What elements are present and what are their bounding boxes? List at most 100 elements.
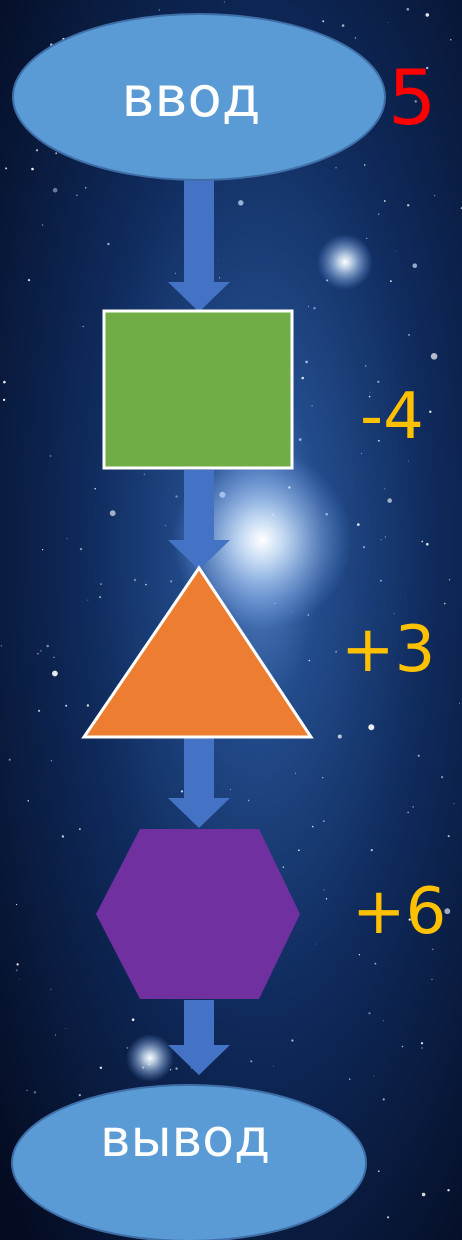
- flow-arrow: [168, 1000, 230, 1075]
- star: [357, 523, 360, 526]
- star: [19, 978, 20, 980]
- star: [368, 724, 375, 731]
- star: [387, 22, 389, 23]
- triangle-operation-label: +3: [341, 613, 436, 687]
- star: [354, 37, 357, 39]
- star: [393, 612, 395, 614]
- star: [315, 943, 317, 945]
- star: [53, 656, 55, 659]
- star: [459, 702, 460, 704]
- star: [229, 789, 231, 790]
- hexagon-operation-label: +6: [352, 875, 447, 949]
- star: [49, 455, 52, 457]
- star: [78, 1094, 81, 1097]
- star: [426, 66, 429, 70]
- star: [406, 8, 410, 11]
- star: [52, 187, 58, 193]
- star: [175, 495, 178, 498]
- output-label: вывод: [99, 1109, 271, 1169]
- star: [247, 799, 250, 802]
- star: [447, 1189, 450, 1192]
- star: [272, 1065, 274, 1067]
- star: [16, 963, 19, 966]
- star: [109, 510, 116, 517]
- star: [61, 835, 65, 838]
- rectangle-operation-label: -4: [360, 380, 424, 454]
- star: [374, 962, 377, 965]
- star: [46, 644, 49, 648]
- star: [86, 704, 90, 707]
- star: [65, 704, 68, 707]
- input-terminal-ellipse: [12, 13, 386, 181]
- star: [323, 889, 325, 891]
- star: [87, 599, 89, 601]
- star: [100, 583, 102, 585]
- star: [444, 908, 451, 915]
- star: [444, 602, 446, 605]
- star: [0, 645, 3, 647]
- star: [143, 473, 146, 476]
- star: [373, 1075, 375, 1077]
- star: [335, 167, 337, 169]
- star: [50, 760, 53, 762]
- star: [378, 1170, 380, 1172]
- star: [180, 790, 184, 793]
- star: [438, 924, 440, 926]
- star: [164, 525, 166, 526]
- star: [382, 1098, 385, 1101]
- star: [175, 272, 176, 274]
- star: [368, 395, 371, 398]
- flow-arrow: [168, 470, 230, 570]
- star: [238, 200, 244, 206]
- star: [311, 405, 313, 407]
- star: [5, 167, 8, 170]
- star: [99, 1066, 103, 1070]
- star: [65, 1028, 67, 1029]
- star: [369, 392, 371, 393]
- star: [40, 650, 42, 652]
- star: [311, 825, 314, 828]
- star: [54, 1034, 57, 1036]
- star: [301, 376, 305, 380]
- star: [325, 898, 328, 900]
- star: [145, 583, 147, 586]
- star: [450, 39, 452, 41]
- star: [408, 334, 410, 336]
- star: [380, 539, 382, 541]
- star: [441, 776, 444, 779]
- star: [341, 24, 345, 27]
- star: [433, 194, 436, 197]
- star: [431, 978, 433, 981]
- star: [448, 579, 451, 581]
- star: [76, 194, 78, 196]
- star: [447, 835, 450, 838]
- star: [42, 549, 44, 551]
- star: [408, 460, 409, 462]
- star: [3, 380, 6, 384]
- star: [126, 1047, 129, 1049]
- star: [432, 948, 434, 951]
- star: [190, 1067, 192, 1069]
- star: [377, 380, 380, 383]
- star: [170, 580, 173, 583]
- star: [133, 578, 137, 582]
- star: [158, 9, 161, 11]
- star: [378, 213, 380, 215]
- star: [383, 200, 386, 202]
- star: [308, 659, 311, 662]
- star: [368, 1012, 371, 1015]
- hexagon-process-shape: [96, 829, 300, 999]
- star: [175, 1067, 178, 1070]
- star: [412, 263, 418, 269]
- star: [94, 487, 96, 490]
- rectangle-process-shape: [102, 309, 294, 470]
- star: [421, 1192, 426, 1197]
- star: [79, 828, 81, 830]
- output-terminal-ellipse: [11, 1084, 367, 1240]
- star: [55, 152, 58, 155]
- star: [365, 365, 367, 367]
- star: [387, 1216, 390, 1219]
- star: [8, 758, 11, 761]
- bright-star-glow: [126, 1034, 174, 1082]
